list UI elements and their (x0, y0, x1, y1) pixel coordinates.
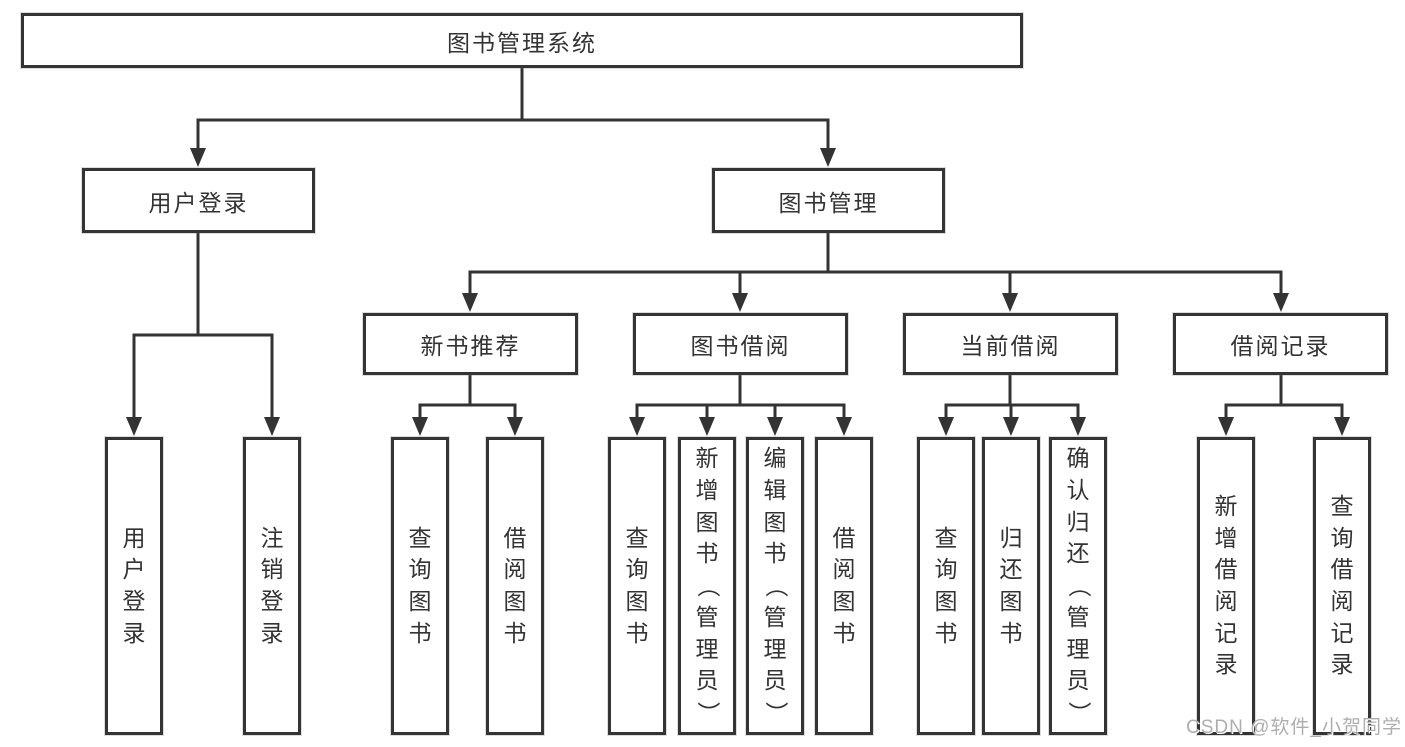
arrowheads-userlogin-leaves (126, 417, 280, 436)
leaf-confirm-return-admin: 确认归还（管理员） (1049, 437, 1107, 735)
node-book-borrow: 图书借阅 (633, 313, 848, 375)
connector-current-to-leaves (944, 375, 1080, 421)
arrowheads-borrow-leaves (629, 417, 852, 436)
node-new-book-recommend-label: 新书推荐 (420, 333, 521, 359)
node-current-borrow-label: 当前借阅 (960, 333, 1061, 359)
node-book-borrow-label: 图书借阅 (690, 333, 791, 359)
leaf-edit-books-admin: 编辑图书（管理员） (746, 437, 804, 735)
leaf-borrow-books: 借阅图书 (815, 437, 873, 735)
leaf-query-borrow-record: 查询借阅记录 (1313, 437, 1371, 735)
leaf-query-books-current: 查询图书 (917, 437, 975, 735)
node-borrow-records: 借阅记录 (1173, 313, 1388, 375)
leaf-add-borrow-record: 新增借阅记录 (1197, 437, 1255, 735)
leaf-user-login: 用户登录 (105, 437, 163, 735)
connector-userlogin-to-leaves (132, 233, 274, 421)
connector-bookmgmt-to-level3 (468, 233, 1283, 297)
node-book-management: 图书管理 (712, 168, 945, 233)
leaf-borrow-books-recommend: 借阅图书 (486, 437, 544, 735)
leaf-add-books-admin: 新增图书（管理员） (678, 437, 736, 735)
node-new-book-recommend: 新书推荐 (363, 313, 578, 375)
arrowheads-newbook-leaves (412, 417, 523, 436)
node-root-label: 图书管理系统 (447, 29, 597, 56)
arrowheads-level2 (190, 148, 836, 167)
arrowheads-current-leaves (938, 417, 1086, 436)
connector-records-to-leaves (1224, 375, 1344, 421)
node-root: 图书管理系统 (21, 13, 1023, 68)
arrowheads-level3 (462, 293, 1289, 312)
connector-borrow-to-leaves (635, 375, 846, 421)
connector-newbook-to-leaves (418, 375, 517, 421)
node-book-management-label: 图书管理 (778, 189, 879, 216)
csdn-watermark: CSDN @软件_小贺同学 (1186, 717, 1402, 738)
node-user-login-label: 用户登录 (148, 189, 249, 216)
arrowheads-records-leaves (1218, 417, 1350, 436)
node-user-login: 用户登录 (82, 168, 315, 233)
leaf-query-books-recommend: 查询图书 (391, 437, 449, 735)
leaf-query-books-borrow: 查询图书 (608, 437, 666, 735)
leaf-logout: 注销登录 (243, 437, 301, 735)
node-current-borrow: 当前借阅 (903, 313, 1118, 375)
leaf-return-books: 归还图书 (982, 437, 1040, 735)
connector-root-to-level2 (196, 68, 830, 152)
node-borrow-records-label: 借阅记录 (1230, 333, 1331, 359)
